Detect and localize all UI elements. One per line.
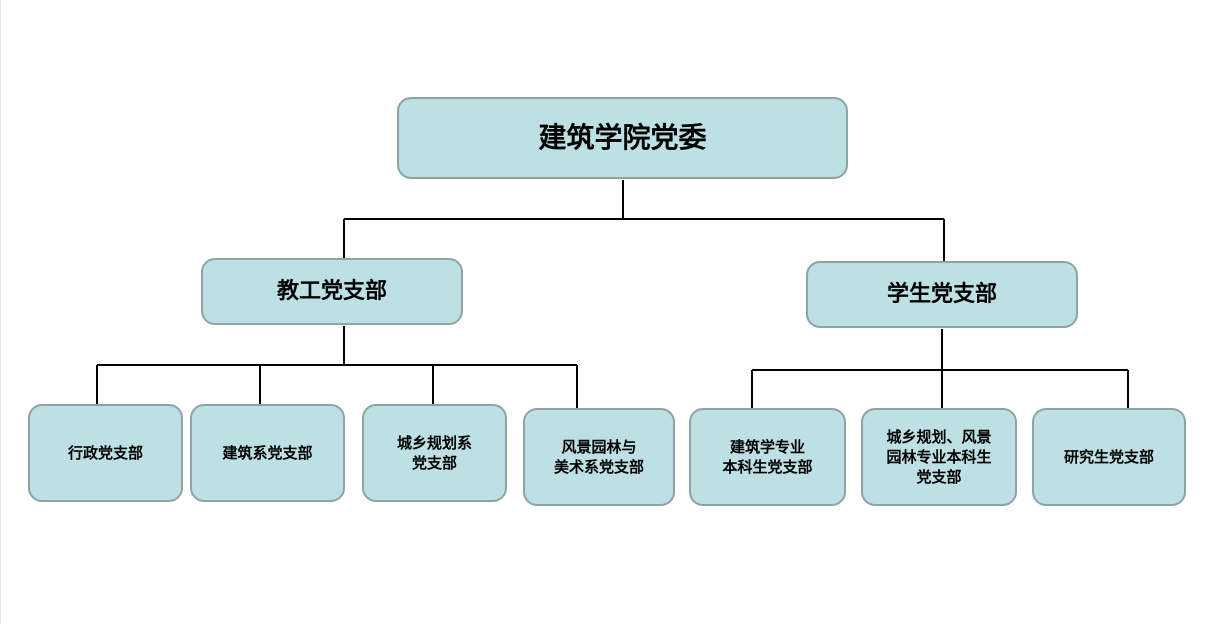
node-staff-branch: 教工党支部 [201, 258, 463, 325]
node-student-branch: 学生党支部 [806, 261, 1078, 328]
node-graduate-branch: 研究生党支部 [1032, 408, 1186, 506]
node-planning-landscape-undergrad-branch: 城乡规划、风景 园林专业本科生 党支部 [861, 408, 1017, 506]
node-root-party-committee: 建筑学院党委 [397, 97, 848, 179]
node-architecture-dept-branch: 建筑系党支部 [190, 404, 345, 502]
node-architecture-undergrad-branch: 建筑学专业 本科生党支部 [689, 408, 846, 506]
node-urban-planning-dept-branch: 城乡规划系 党支部 [362, 404, 507, 502]
node-landscape-art-dept-branch: 风景园林与 美术系党支部 [523, 408, 675, 506]
node-admin-branch: 行政党支部 [28, 404, 183, 502]
